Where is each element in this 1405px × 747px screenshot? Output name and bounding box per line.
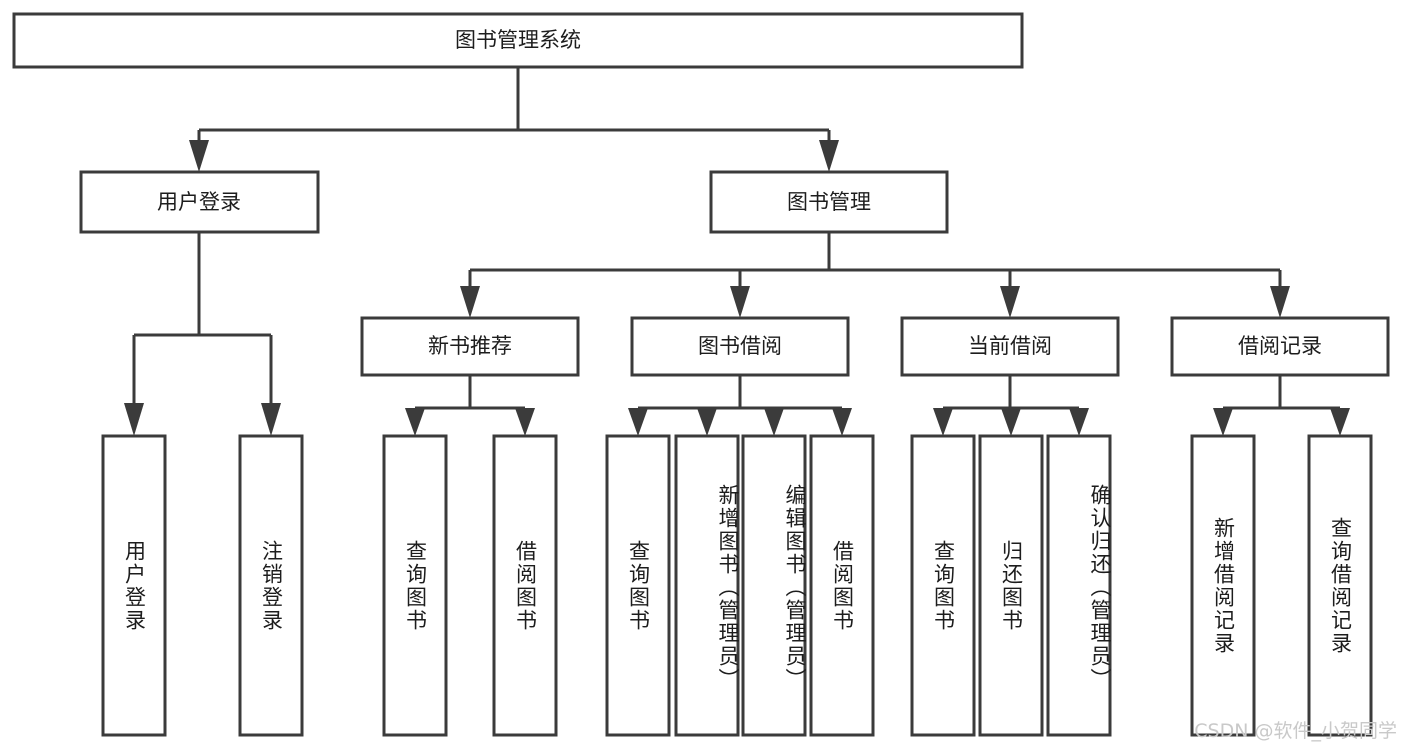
leaf-box-rec-borrow-book[interactable] xyxy=(492,434,558,737)
node-new-book-recommend-label: 新书推荐 xyxy=(428,334,512,358)
node-current-borrow-box[interactable] xyxy=(900,316,1120,377)
arrow-to-cur-query xyxy=(933,408,953,436)
csdn-watermark: CSDN @软件_小贺同学 xyxy=(1194,720,1397,742)
node-book-manage-label: 图书管理 xyxy=(787,190,871,214)
arrow-to-rec-add-record xyxy=(1213,408,1233,436)
arrow-to-rec-borrow xyxy=(515,408,535,436)
nodes-layer: 图书管理系统 用户登录 图书管理 新书推荐 图书借阅 当前 xyxy=(12,12,1390,737)
arrow-to-borrow-add xyxy=(697,408,717,436)
node-user-login[interactable]: 用户登录 xyxy=(79,170,320,234)
leaf-box-cur-confirm-return[interactable] xyxy=(1046,434,1112,737)
leaf-box-cur-return-book[interactable] xyxy=(978,434,1044,737)
arrow-to-cur-confirm xyxy=(1069,408,1089,436)
node-book-borrow[interactable]: 图书借阅 xyxy=(630,316,850,377)
arrow-to-user-login xyxy=(189,140,209,172)
arrow-to-current-borrow xyxy=(1000,286,1020,318)
node-root-title[interactable]: 图书管理系统 xyxy=(12,12,1024,69)
node-root-title-box[interactable] xyxy=(12,12,1024,69)
node-borrow-record[interactable]: 借阅记录 xyxy=(1170,316,1390,377)
arrow-to-cur-return xyxy=(1001,408,1021,436)
node-root-title-label: 图书管理系统 xyxy=(455,28,581,52)
arrow-to-book-borrow xyxy=(730,286,750,318)
node-borrow-record-box[interactable] xyxy=(1170,316,1390,377)
leaf-box-user-login[interactable] xyxy=(101,434,167,737)
arrow-to-borrow-edit xyxy=(764,408,784,436)
node-book-manage[interactable]: 图书管理 xyxy=(709,170,949,234)
arrow-to-new-book-rec xyxy=(460,286,480,318)
leaf-box-rec-add-record[interactable] xyxy=(1190,434,1256,737)
arrow-to-borrow-borrow xyxy=(832,408,852,436)
arrow-to-rec-query xyxy=(405,408,425,436)
edges-layer xyxy=(124,67,1350,436)
arrow-to-book-manage xyxy=(819,140,839,172)
arrow-to-leaf-user-login xyxy=(124,403,144,436)
node-book-borrow-label: 图书借阅 xyxy=(698,334,782,358)
leaf-box-cur-query-book[interactable] xyxy=(910,434,976,737)
leaf-box-borrow-edit-book[interactable] xyxy=(741,434,807,737)
leaf-box-borrow-add-book[interactable] xyxy=(674,434,740,737)
arrow-to-rec-query-record xyxy=(1330,408,1350,436)
node-user-login-label: 用户登录 xyxy=(157,190,241,214)
arrow-to-borrow-query xyxy=(628,408,648,436)
node-new-book-recommend[interactable]: 新书推荐 xyxy=(360,316,580,377)
leaf-box-borrow-query-book[interactable] xyxy=(605,434,671,737)
leaf-box-logout[interactable] xyxy=(238,434,304,737)
node-book-manage-box[interactable] xyxy=(709,170,949,234)
node-book-borrow-box[interactable] xyxy=(630,316,850,377)
node-borrow-record-label: 借阅记录 xyxy=(1238,334,1322,358)
node-current-borrow-label: 当前借阅 xyxy=(968,334,1052,358)
arrow-to-borrow-record xyxy=(1270,286,1290,318)
node-current-borrow[interactable]: 当前借阅 xyxy=(900,316,1120,377)
arrow-to-leaf-logout xyxy=(261,403,281,436)
node-user-login-box[interactable] xyxy=(79,170,320,234)
leaf-box-rec-query-record[interactable] xyxy=(1307,434,1373,737)
leaf-box-rec-query-book[interactable] xyxy=(382,434,448,737)
node-new-book-recommend-box[interactable] xyxy=(360,316,580,377)
leaf-box-borrow-borrow-book[interactable] xyxy=(809,434,875,737)
